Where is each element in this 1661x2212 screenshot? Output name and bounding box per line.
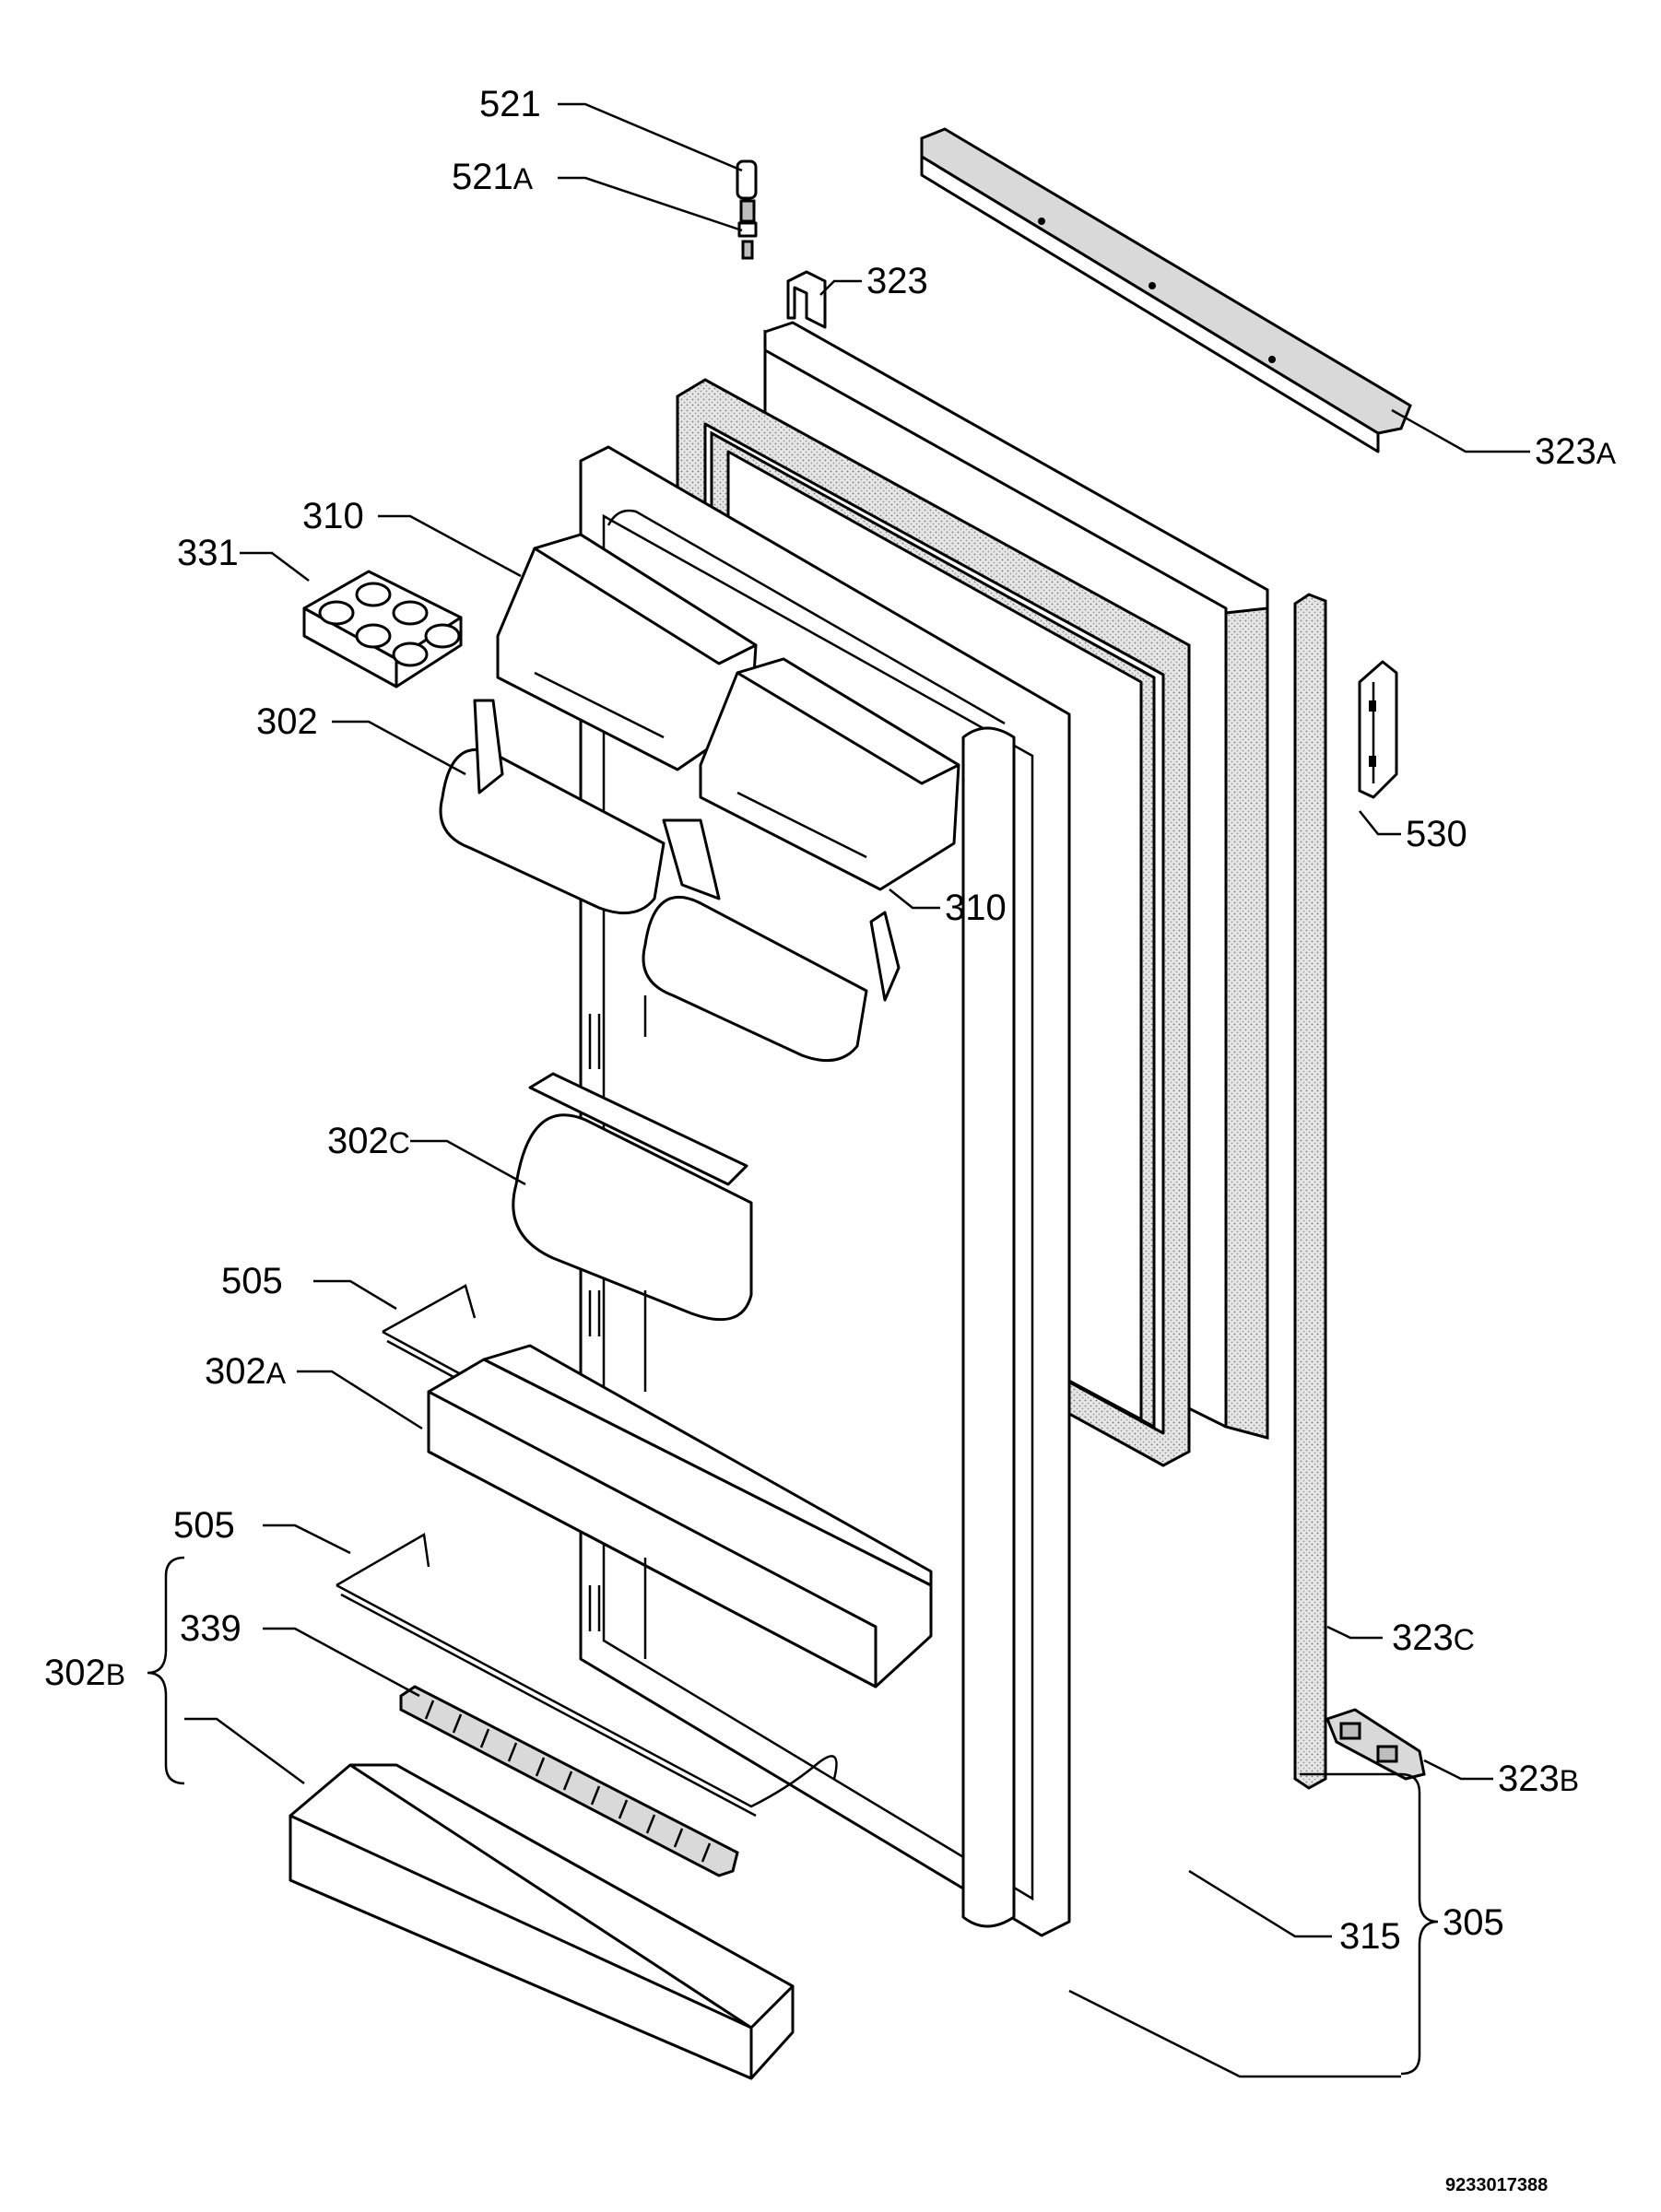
bottle-shelf-302b	[289, 1763, 795, 2080]
label-302b: 302B	[44, 1653, 125, 1693]
label-302a: 302A	[205, 1351, 287, 1392]
label-310-upper: 310	[302, 496, 364, 536]
label-339: 339	[180, 1608, 241, 1649]
drawing-code: 9233017388	[1445, 2175, 1548, 2195]
top-trim-strip	[920, 127, 1412, 453]
hinge-pin	[736, 159, 758, 260]
label-315: 315	[1339, 1916, 1401, 1957]
label-505-lower: 505	[173, 1505, 235, 1546]
label-521a: 521A	[452, 157, 534, 197]
dairy-compartment-lower	[699, 657, 960, 891]
door-shelf-302a	[427, 1344, 933, 1688]
label-302: 302	[256, 701, 318, 742]
label-302c: 302C	[327, 1121, 410, 1161]
label-323a: 323A	[1535, 431, 1617, 472]
door-bin-302-right	[642, 818, 901, 1063]
leader-lines	[147, 102, 1530, 2078]
label-331: 331	[177, 533, 239, 573]
door-bin-302-left	[439, 699, 666, 915]
label-310-lower: 310	[945, 888, 1007, 928]
label-521: 521	[479, 84, 541, 124]
bottom-hinge	[1325, 1708, 1426, 1781]
callout-labels: 521 521A 323 323A 310 331 302 310 530 30…	[44, 84, 1617, 2195]
label-323: 323	[866, 261, 928, 301]
label-323c: 323C	[1392, 1618, 1475, 1658]
egg-tray	[302, 570, 463, 688]
hinge-bracket	[786, 270, 827, 329]
label-505-upper: 505	[221, 1261, 283, 1301]
label-323b: 323B	[1498, 1759, 1579, 1799]
label-530: 530	[1406, 814, 1467, 854]
side-trim-strip	[1293, 593, 1327, 1790]
assembly-axes	[588, 995, 647, 1659]
label-305: 305	[1443, 1902, 1504, 1943]
handle-bracket	[1358, 660, 1398, 799]
bottle-retainer-rail-lower	[336, 1532, 838, 1818]
door-bin-302c	[512, 1072, 753, 1322]
dairy-compartment-upper	[496, 533, 758, 771]
bottle-divider	[399, 1685, 739, 1877]
